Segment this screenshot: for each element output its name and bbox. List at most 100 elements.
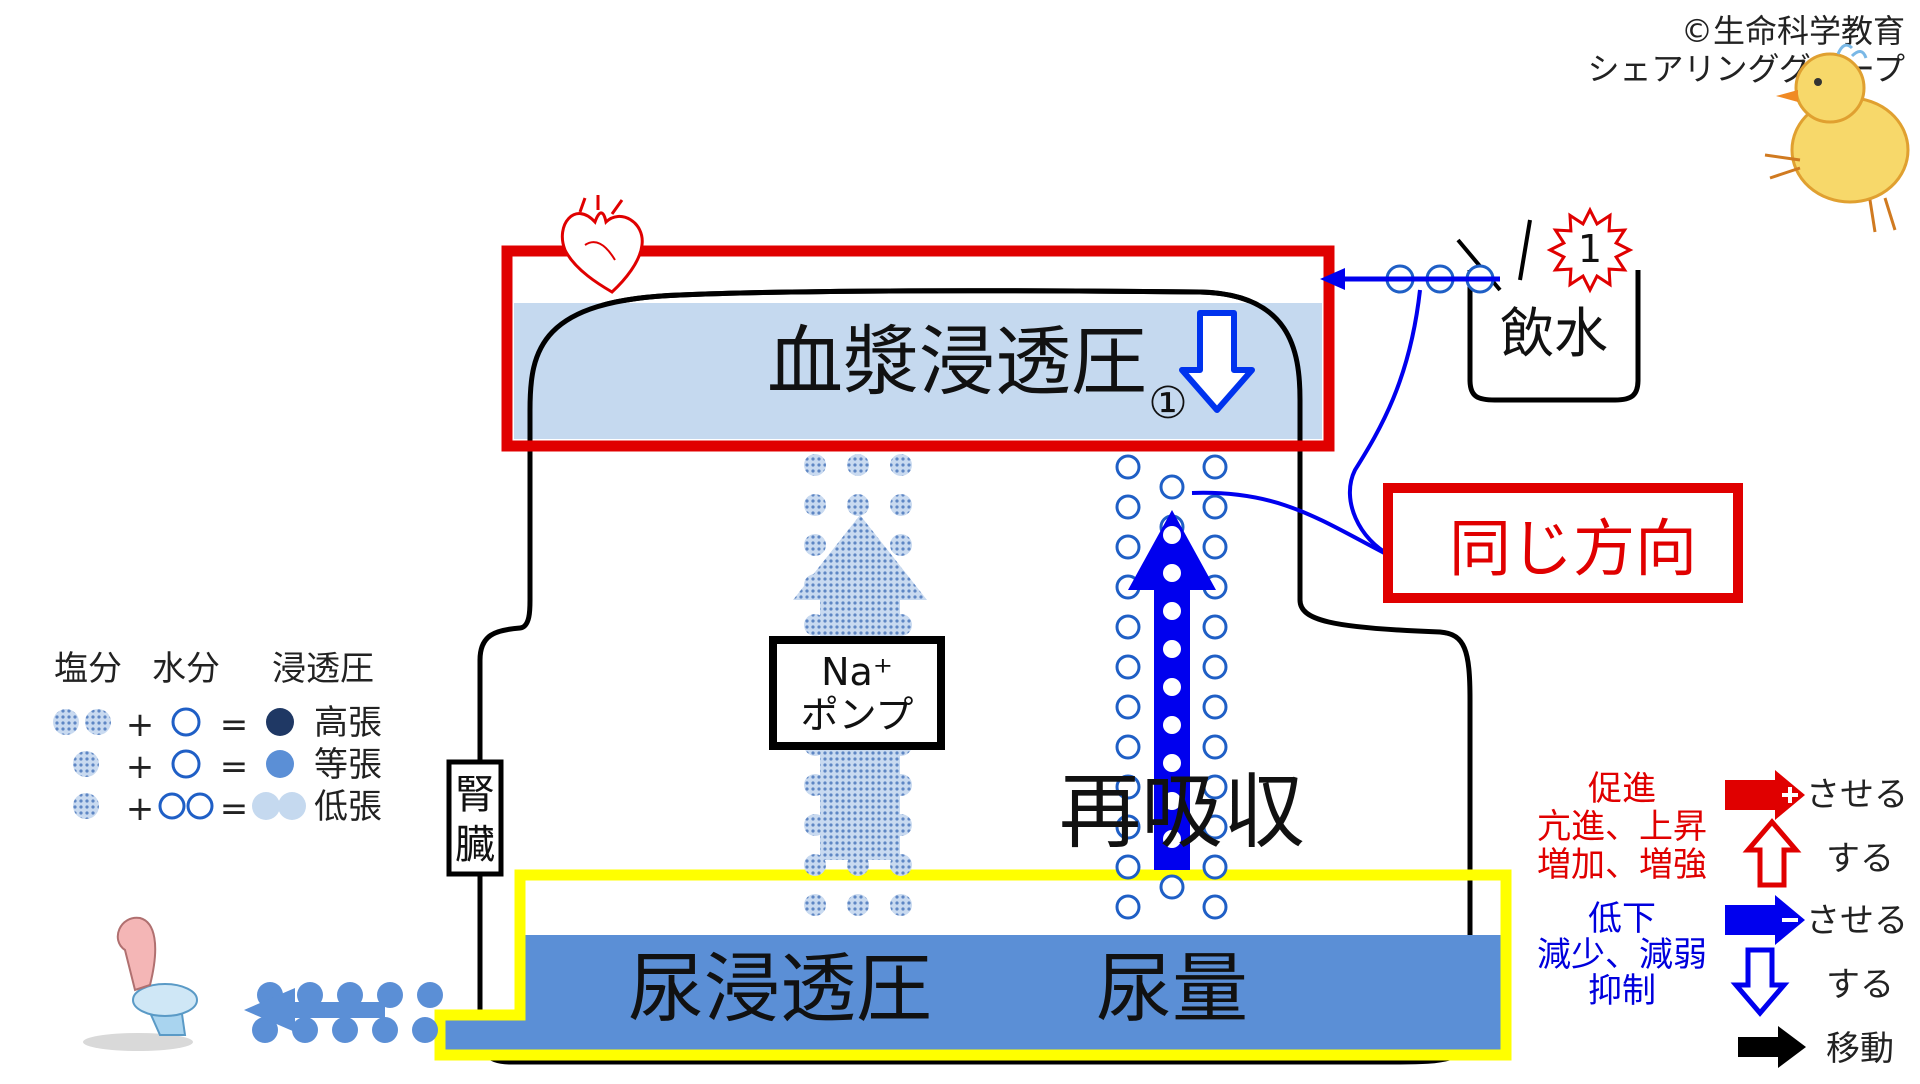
legend-reduce-cause: させる (1806, 901, 1908, 941)
legend-reduce-1: 低下 (1588, 899, 1656, 939)
water-dot (1115, 774, 1141, 800)
urine-yellow-box (434, 869, 1512, 1061)
outflow-dot (252, 1017, 278, 1043)
water-dot (1115, 894, 1141, 920)
plasma-osmotic-label: 血漿浸透圧 (767, 317, 1147, 406)
legend-left: 塩分 水分 浸透圧 + = 高張 + = 等張 + = 低張 (53, 649, 382, 829)
na-pump-line2: ポンプ (801, 693, 914, 737)
water-arrow-dots (1163, 526, 1181, 848)
water-arrow-dot (1163, 678, 1181, 696)
promote-cause-arrow (1725, 770, 1805, 820)
chick-icon (1764, 43, 1910, 233)
salt-dot (847, 894, 869, 916)
water-dot (1202, 814, 1228, 840)
water-arrow-dot (1163, 716, 1181, 734)
legend-reduce-self: する (1826, 965, 1894, 1005)
water-arrow-dot (1163, 830, 1181, 848)
water-dot (1202, 734, 1228, 760)
salt-dot (890, 534, 912, 556)
water-dot (1202, 854, 1228, 880)
water-dot (1115, 494, 1141, 520)
water-dot (1115, 734, 1141, 760)
water-dot (1115, 534, 1141, 560)
kidney-label-top: 腎 (455, 772, 495, 818)
legend-reduce-3: 抑制 (1588, 971, 1656, 1011)
water-dot (1202, 614, 1228, 640)
outflow-dot (372, 1017, 398, 1043)
legend-equals-2: = (220, 747, 249, 787)
heart-icon (560, 195, 644, 294)
water-dot (1115, 614, 1141, 640)
legend-result-hypertonic: 高張 (314, 703, 382, 743)
water-arrow-dot (1163, 754, 1181, 772)
legend-header-water: 水分 (152, 649, 220, 689)
water-dot (1115, 694, 1141, 720)
credit-line-1: ©生命科学教育 (1681, 12, 1905, 50)
plasma-osmotic-box (501, 245, 1335, 452)
water-dot (1115, 854, 1141, 880)
water-dot (1159, 474, 1185, 500)
plasma-down-arrow (1179, 310, 1255, 413)
urine-band (523, 935, 1503, 1055)
reduce-cause-arrow (1725, 895, 1805, 945)
na-pump-box: Na⁺ ポンプ (769, 636, 945, 750)
reduce-self-arrow (1730, 947, 1790, 1017)
drink-badge: 1 (1546, 206, 1634, 294)
legend-plus-2: + (126, 747, 155, 787)
connector-line-drink (1348, 289, 1422, 557)
outflow-dot (297, 982, 323, 1008)
urine-band-ext (440, 1018, 530, 1055)
legend-result-hypotonic: 低張 (314, 787, 382, 827)
outflow-dot (332, 1017, 358, 1043)
water-dot (1202, 894, 1228, 920)
water-dot (1159, 874, 1185, 900)
salt-dot (890, 454, 912, 476)
legend-right: 促進 亢進、上昇 増加、増強 させる する 低下 減少、減弱 抑制 させる する… (1537, 769, 1908, 1069)
drink-box: 飲水 (1456, 219, 1641, 403)
promote-self-arrow (1742, 818, 1802, 888)
legend-equals-3: = (220, 789, 249, 829)
legend-promote-2: 亢進、上昇 (1537, 807, 1707, 847)
legend-reduce-2: 減少、減弱 (1537, 935, 1707, 975)
na-pump-line1: Na⁺ (821, 650, 893, 694)
legend-plus-3: + (126, 789, 155, 829)
legend-move: 移動 (1826, 1029, 1894, 1069)
legend-promote-self: する (1826, 839, 1894, 879)
legend-equals-1: = (220, 705, 249, 745)
legend-header-salt: 塩分 (54, 649, 122, 689)
outflow-dot (417, 982, 443, 1008)
water-dot (1202, 694, 1228, 720)
salt-dot (847, 494, 869, 516)
outflow-dot (412, 1017, 438, 1043)
water-dot (1202, 494, 1228, 520)
water-arrow-dot (1163, 526, 1181, 544)
water-dot (1115, 454, 1141, 480)
toilet-icon (83, 916, 198, 1051)
urine-volume-label: 尿量 (1096, 944, 1248, 1033)
legend-promote-cause: させる (1806, 775, 1908, 815)
water-arrow-dot (1163, 792, 1181, 810)
water-arrow-dot (1163, 602, 1181, 620)
water-dot (1202, 654, 1228, 680)
legend-promote-1: 促進 (1588, 769, 1656, 809)
water-dot (1202, 534, 1228, 560)
drink-label: 飲水 (1500, 302, 1608, 365)
same-direction-box (1383, 483, 1743, 603)
legend-header-osmotic: 浸透圧 (272, 649, 374, 689)
salt-dot (890, 894, 912, 916)
same-direction-label: 同じ方向 (1449, 512, 1697, 585)
outflow-dot (292, 1017, 318, 1043)
outflow-dot (377, 982, 403, 1008)
connector-line-water (1191, 490, 1391, 558)
legend-result-isotonic: 等張 (314, 745, 382, 785)
drink-badge-number: 1 (1578, 227, 1602, 271)
legend-promote-3: 増加、増強 (1537, 845, 1707, 885)
urine-outflow (252, 982, 443, 1043)
water-dot (1115, 654, 1141, 680)
kidney-label-bottom: 臓 (455, 822, 495, 868)
salt-dot (804, 494, 826, 516)
step-marker: ① (1148, 378, 1187, 429)
water-dot (1202, 454, 1228, 480)
urine-osmotic-label: 尿浸透圧 (628, 944, 932, 1033)
